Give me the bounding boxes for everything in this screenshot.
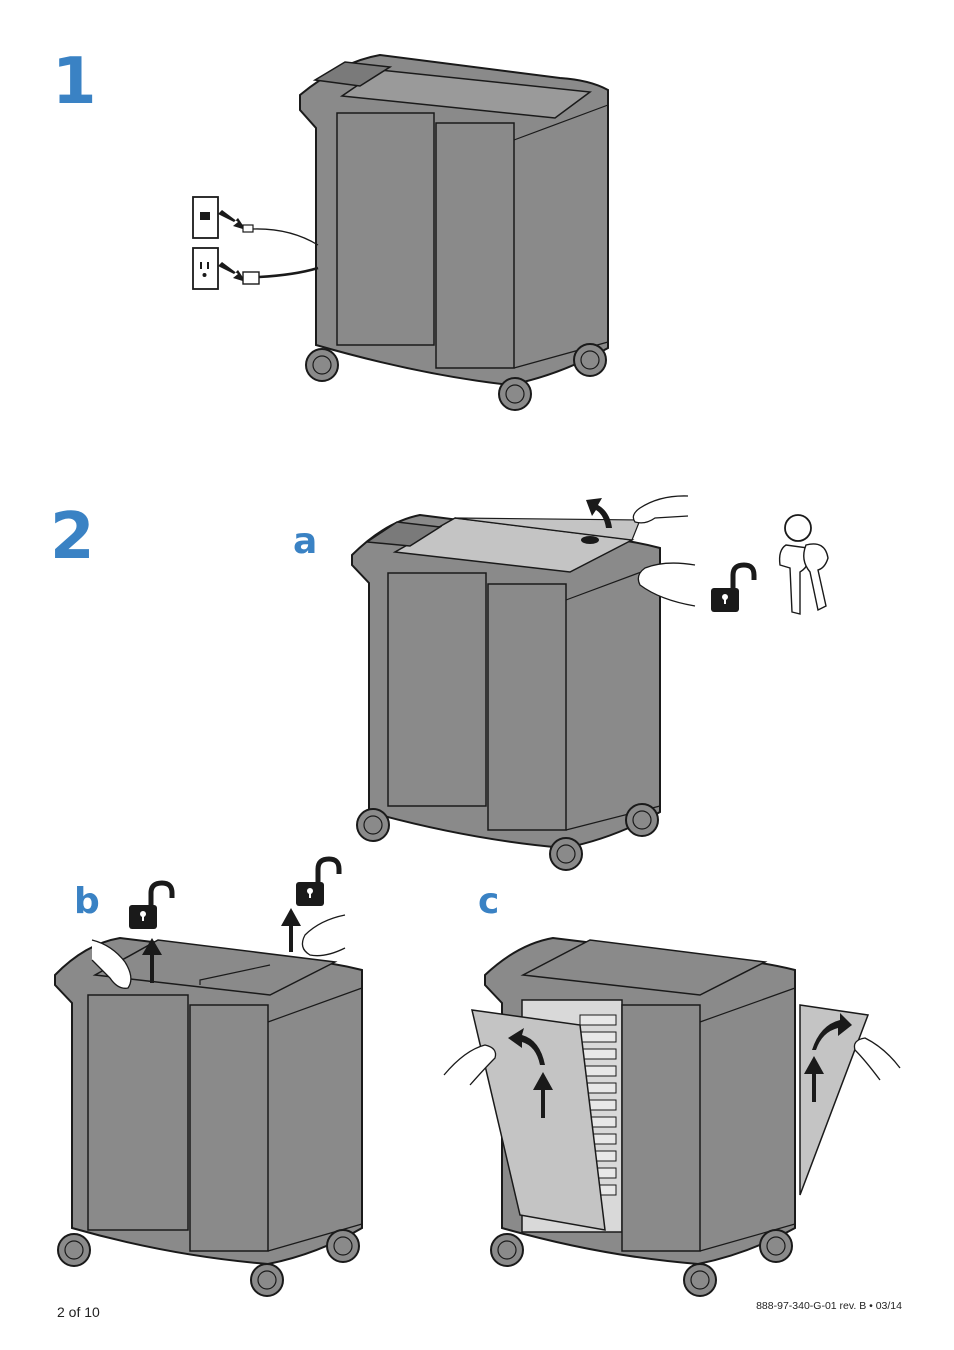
power-outlet-icon [193, 248, 318, 289]
unlock-icon [711, 565, 754, 612]
keys-icon [780, 515, 828, 614]
cart-step2c [472, 938, 868, 1264]
step-number-2: 2 [50, 505, 95, 569]
document-number: 888-97-340-G-01 rev. B • 03/14 [756, 1300, 902, 1312]
cart-step1 [300, 55, 608, 385]
substep-label-c: c [478, 884, 499, 920]
unlock-icon [296, 859, 339, 906]
cart-step2a [352, 515, 660, 848]
ethernet-jack-icon [193, 197, 318, 245]
unlock-icon [129, 883, 172, 929]
page-number: 2 of 10 [57, 1304, 100, 1320]
substep-label-b: b [74, 884, 100, 920]
cart-step2b [55, 938, 362, 1264]
substep-label-a: a [293, 524, 317, 560]
step-number-1: 1 [52, 50, 97, 114]
